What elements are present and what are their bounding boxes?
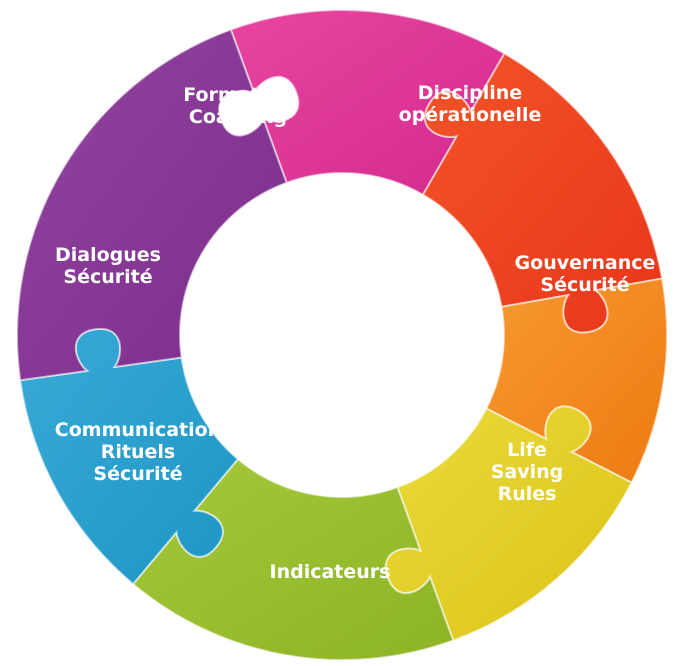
label-line: Rituels xyxy=(101,441,175,463)
puzzle-pieces xyxy=(16,9,668,661)
label-line: opérationelle xyxy=(399,104,542,126)
label-line: Dialogues xyxy=(55,244,161,266)
label-line: Indicateurs xyxy=(270,561,391,583)
label-line: Discipline xyxy=(418,82,522,104)
label-line: Gouvernance xyxy=(515,252,656,274)
label-line: Formation xyxy=(183,84,292,106)
label-line: Saving xyxy=(491,461,564,483)
label-line: Sécurité xyxy=(63,266,152,288)
center-hole xyxy=(180,173,504,497)
label-line: Rules xyxy=(498,483,557,505)
label-line: Communication xyxy=(55,419,221,441)
label-indicateurs: Indicateurs xyxy=(270,561,391,583)
label-line: Coaching xyxy=(189,106,287,128)
label-line: Life xyxy=(507,439,547,461)
label-line: Sécurité xyxy=(540,274,629,296)
label-line: Sécurité xyxy=(93,463,182,485)
